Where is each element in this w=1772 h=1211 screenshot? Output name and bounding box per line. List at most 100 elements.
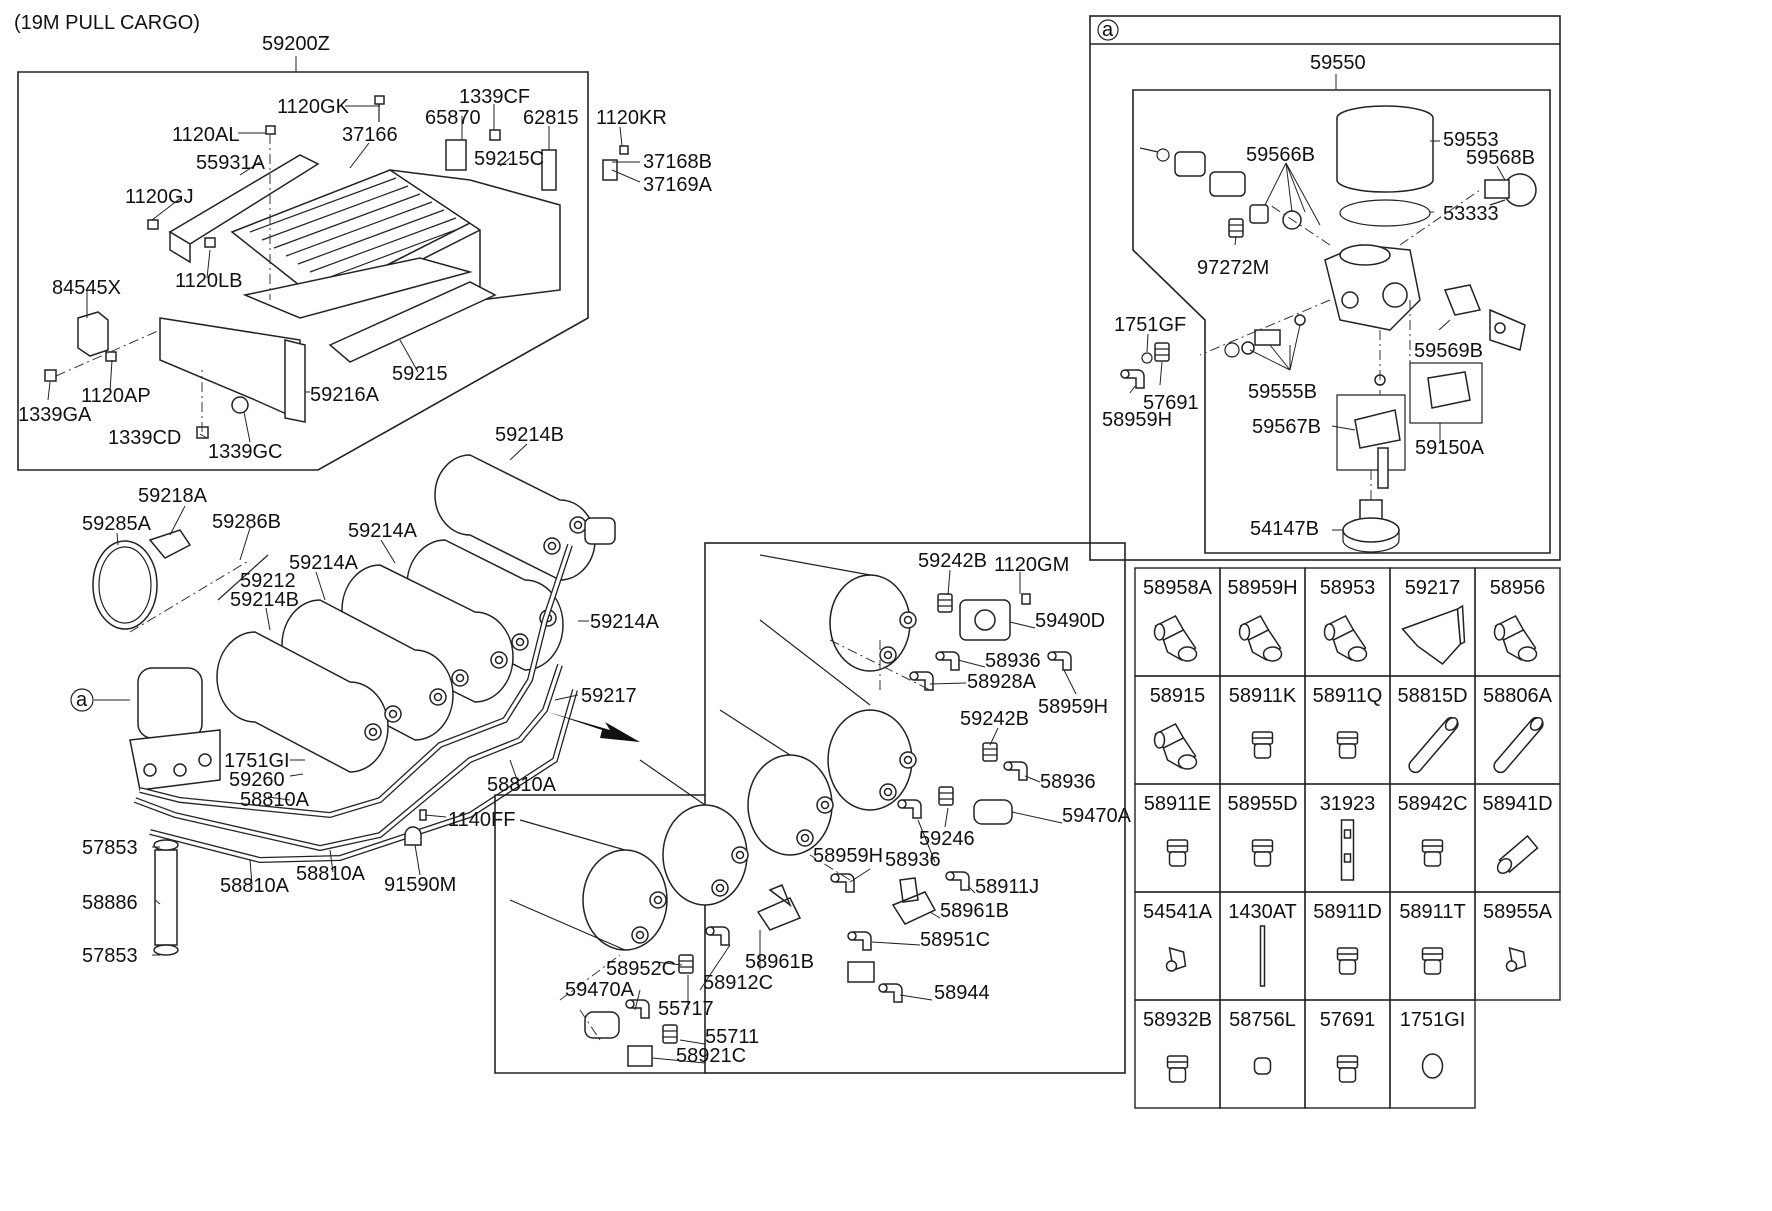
pin-icon (1259, 925, 1266, 987)
bolt-icon (619, 145, 629, 155)
label-57691: 57691 (1143, 392, 1199, 414)
nut-icon (231, 396, 249, 414)
part-cell: 58953 (1304, 567, 1391, 677)
elbow-fitting-icon (1493, 615, 1538, 662)
label-59214a-2: 59214A (289, 552, 359, 574)
end-bracket (159, 317, 301, 422)
part-cell: 1751GI (1389, 999, 1476, 1109)
detail-tank (639, 759, 749, 906)
long-connector-icon (1496, 834, 1539, 874)
label-54147b: 54147B (1250, 518, 1319, 540)
label-59216a: 59216A (310, 384, 380, 406)
parts-kit-box (1409, 362, 1483, 424)
label-1339cf: 1339CF (459, 86, 530, 108)
junction-block (847, 961, 875, 983)
bolt-icon (147, 219, 159, 230)
label-59214b-left: 59214B (230, 589, 299, 611)
part-cell: 58956 (1474, 567, 1561, 677)
label-58936-3: 58936 (885, 849, 941, 871)
part-number: 58815D (1397, 685, 1467, 707)
part-number: 57691 (1320, 1009, 1376, 1031)
detail-tank (759, 619, 917, 811)
bracket-62815 (541, 149, 557, 191)
label-58936-2: 58936 (1040, 771, 1096, 793)
tension-rod (217, 554, 269, 601)
part-cell: 58911D (1304, 891, 1391, 1001)
label-58944: 58944 (934, 982, 990, 1004)
part-number: 1751GI (1400, 1009, 1466, 1031)
label-58961b-1: 58961B (940, 900, 1009, 922)
seal-ring (1339, 199, 1431, 227)
label-58886: 58886 (82, 892, 138, 914)
part-cell: 58959H (1219, 567, 1306, 677)
label-59555b: 59555B (1248, 381, 1317, 403)
plug-icon (1253, 1057, 1272, 1075)
label-58928a: 58928A (967, 671, 1037, 693)
part-number: 58756L (1229, 1009, 1296, 1031)
label-59215: 59215 (392, 363, 448, 385)
strap-bracket-icon (1340, 819, 1355, 881)
bolt-icon (265, 125, 276, 300)
label-37168b: 37168B (643, 151, 712, 173)
label-59214a-right: 59214A (590, 611, 660, 633)
part-number: 58955A (1483, 901, 1553, 923)
part-cell: 59217 (1389, 567, 1476, 677)
air-dryer (129, 667, 221, 791)
part-cell: 58806A (1474, 675, 1561, 785)
label-58952c: 58952C (606, 958, 676, 980)
straight-connector-icon (1336, 731, 1359, 759)
label-59218a: 59218A (138, 485, 208, 507)
label-59553: 59553 (1443, 129, 1499, 151)
label-58961b-2: 58961B (745, 951, 814, 973)
label-97272m: 97272M (1197, 257, 1269, 279)
label-1751gf: 1751GF (1114, 314, 1186, 336)
label-59200z: 59200Z (262, 33, 330, 55)
label-1120gm: 1120GM (994, 554, 1069, 576)
part-cell: 1430AT (1219, 891, 1306, 1001)
part-cell: 58756L (1219, 999, 1306, 1109)
label-59490d: 59490D (1035, 610, 1105, 632)
air-tank (216, 631, 402, 773)
part-number: 58953 (1320, 577, 1376, 599)
label-57853-bottom: 57853 (82, 945, 138, 967)
part-cell: 54541A (1134, 891, 1221, 1001)
cross-bracket (389, 169, 561, 301)
label-59286b: 59286B (212, 511, 281, 533)
part-cell: 58911E (1134, 783, 1221, 893)
detail-tank (719, 709, 834, 856)
sleeve-tube-icon (1408, 716, 1459, 774)
clip-37168b (602, 159, 618, 181)
label-1339cd: 1339CD (108, 427, 181, 449)
pipe-clip (404, 826, 422, 846)
tank-assembly-group: a 59214B 59218A 59285A 59286B 59214A 592… (70, 424, 660, 967)
straight-connector-icon (1166, 839, 1189, 867)
label-1140ff: 1140FF (448, 809, 515, 831)
label-58912c: 58912C (703, 972, 773, 994)
air-dryer-detail-group: a 59550 (1089, 15, 1561, 561)
label-59470a-2: 59470A (565, 979, 635, 1001)
label-58911j: 58911J (975, 876, 1039, 898)
part-number: 1430AT (1228, 901, 1297, 923)
bolt-icon (204, 237, 216, 248)
label-58936-1: 58936 (985, 650, 1041, 672)
air-tank (341, 564, 529, 703)
label-91590m: 91590M (384, 874, 456, 896)
label-58959h-dryer: 58959H (1102, 409, 1172, 431)
part-number: 58959H (1227, 577, 1297, 599)
label-59242b-1: 59242B (918, 550, 987, 572)
callout-a-circle (1097, 19, 1119, 41)
label-59569b: 59569B (1414, 340, 1483, 362)
dryer-body (1324, 244, 1421, 331)
nut-icon (489, 129, 501, 141)
label-59246: 59246 (919, 828, 975, 850)
part-number: 58911D (1313, 901, 1382, 923)
callout-a-letter: a (76, 689, 88, 711)
part-cell: 58942C (1389, 783, 1476, 893)
label-59568b: 59568B (1466, 147, 1535, 169)
label-37169a: 37169A (643, 174, 713, 196)
nut-icon (44, 369, 57, 382)
check-valve (584, 1011, 620, 1039)
detail-tank (509, 819, 668, 951)
label-65870: 65870 (425, 107, 481, 129)
